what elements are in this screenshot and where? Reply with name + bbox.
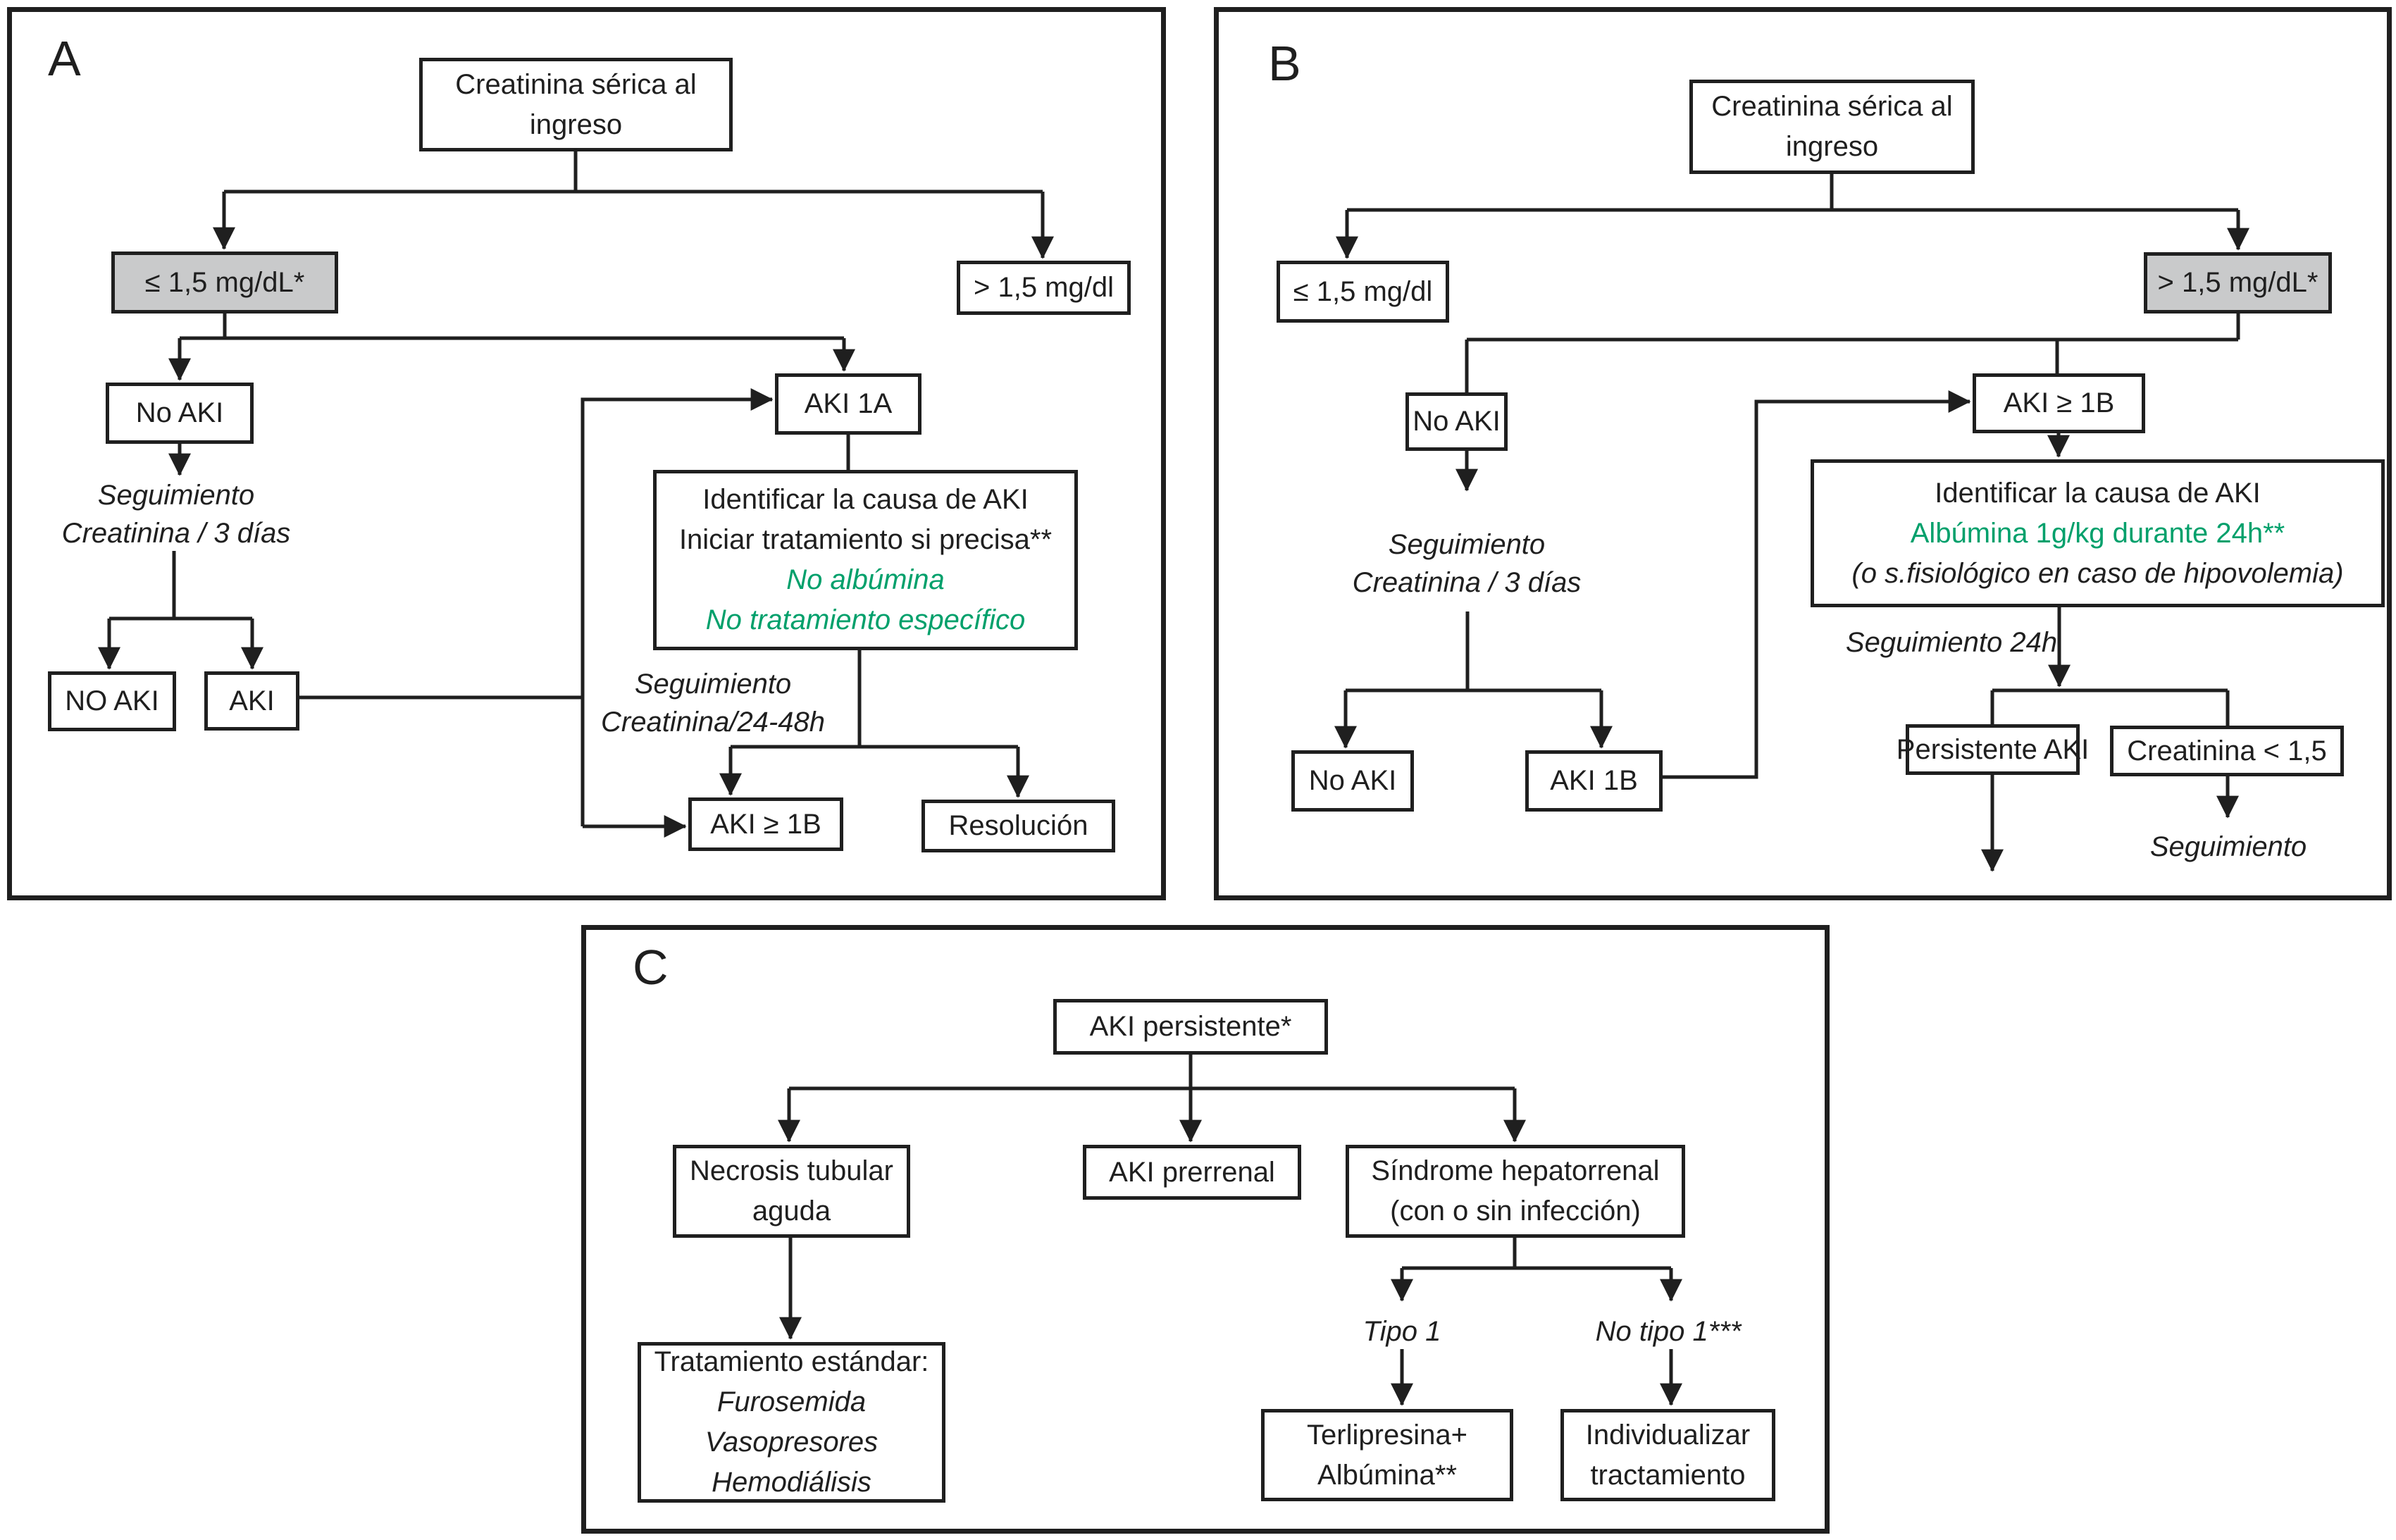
- annotation-no-type-1: No tipo 1***: [1596, 1312, 1742, 1350]
- node-standard-treatment-line: Tratamiento estándar:: [654, 1346, 929, 1377]
- node-aki-1a-line: AKI 1A: [804, 388, 893, 419]
- node-no-aki-first: No AKI: [106, 383, 254, 444]
- node-aki-prerenal-line: AKI prerrenal: [1109, 1156, 1275, 1188]
- panel-a-edge-loop-up: [581, 387, 774, 826]
- node-no-aki-first-line: No AKI: [1413, 406, 1501, 437]
- node-aki-1a: AKI 1A: [775, 373, 921, 435]
- node-terlipressin-albumin-line: Albúmina**: [1317, 1459, 1457, 1491]
- node-identify-cause: Identificar la causa de AKI Albúmina 1g/k…: [1811, 459, 2385, 607]
- panel-b-frame: [1214, 7, 2392, 900]
- node-creatinine-admission-line: ingreso: [1785, 131, 1879, 162]
- node-aki-1b: AKI 1B: [1525, 750, 1663, 812]
- node-no-aki-final-line: No AKI: [1308, 765, 1397, 796]
- node-no-aki-first: No AKI: [1405, 392, 1508, 451]
- node-identify-cause-line: (o s.fisiológico en caso de hipovolemia): [1851, 557, 2344, 589]
- annotation-follow-up-24-48h-line: Creatinina/24-48h: [601, 707, 825, 738]
- annotation-follow-up-line: Seguimiento: [2149, 831, 2307, 862]
- node-resolution-line: Resolución: [948, 810, 1088, 841]
- node-terlipressin-albumin: Terlipresina+ Albúmina**: [1261, 1409, 1513, 1501]
- node-no-aki-final: No AKI: [1291, 750, 1414, 812]
- annotation-follow-up-3-days-line: Seguimiento: [97, 480, 255, 511]
- annotation-type-1: Tipo 1: [1363, 1312, 1441, 1350]
- annotation-follow-up-3-days-line: Creatinina / 3 días: [61, 518, 291, 549]
- node-individualize-treatment: Individualizar tractamiento: [1560, 1409, 1775, 1501]
- node-gt-1-5-mg-dl: > 1,5 mg/dl: [957, 261, 1131, 315]
- node-le-1-5-mg-dl: ≤ 1,5 mg/dL*: [111, 252, 338, 313]
- annotation-follow-up-24h-line: Seguimiento 24h: [1845, 627, 2058, 658]
- node-hepatorenal-syndrome: Síndrome hepatorrenal (con o sin infecció…: [1346, 1145, 1685, 1238]
- annotation-follow-up-3-days-line: Creatinina / 3 días: [1352, 567, 1582, 598]
- node-hepatorenal-syndrome-line: (con o sin infección): [1390, 1196, 1641, 1227]
- node-identify-cause: Identificar la causa de AKI Iniciar trata…: [653, 470, 1078, 650]
- annotation-type-1-line: Tipo 1: [1363, 1316, 1441, 1347]
- node-terlipressin-albumin-line: Terlipresina+: [1307, 1419, 1467, 1451]
- node-creatinine-admission-line: Creatinina sérica al: [1711, 91, 1953, 122]
- node-no-aki-final-line: NO AKI: [65, 685, 159, 716]
- node-identify-cause-line: Iniciar tratamiento si precisa**: [678, 524, 1053, 555]
- node-creatinine-admission-line: Creatinina sérica al: [455, 68, 697, 100]
- node-resolution: Resolución: [921, 800, 1115, 852]
- node-identify-cause-line: Albúmina 1g/kg durante 24h**: [1910, 517, 2285, 549]
- node-gt-1-5-mg-dl: > 1,5 mg/dL*: [2144, 252, 2332, 313]
- node-creatinine-admission-line: ingreso: [529, 108, 623, 140]
- node-tubular-necrosis-line: aguda: [752, 1196, 831, 1227]
- node-standard-treatment-line: Hemodiálisis: [712, 1467, 871, 1498]
- node-aki-ge-1b-line: AKI ≥ 1B: [710, 808, 821, 840]
- node-le-1-5-mg-dl-line: ≤ 1,5 mg/dL*: [144, 266, 305, 298]
- node-le-1-5-mg-dl-line: ≤ 1,5 mg/dl: [1293, 275, 1433, 307]
- node-hepatorenal-syndrome-line: Síndrome hepatorrenal: [1371, 1155, 1660, 1186]
- node-persistent-aki: Persistente AKI: [1897, 724, 2089, 775]
- node-aki-ge-1b-line: AKI ≥ 1B: [2003, 387, 2115, 418]
- annotation-follow-up-24-48h-line: Seguimiento: [634, 669, 792, 700]
- annotation-no-type-1-line: No tipo 1***: [1595, 1316, 1742, 1347]
- node-aki-1b-line: AKI 1B: [1550, 765, 1638, 796]
- panel-c-frame: [581, 925, 1830, 1534]
- node-le-1-5-mg-dl: ≤ 1,5 mg/dl: [1277, 261, 1449, 323]
- node-standard-treatment-line: Vasopresores: [704, 1427, 879, 1458]
- node-creatinine-lt-1-5-line: Creatinina < 1,5: [2127, 735, 2327, 766]
- node-aki: AKI: [204, 671, 299, 731]
- node-tubular-necrosis: Necrosis tubular aguda: [673, 1145, 910, 1238]
- node-aki-ge-1b: AKI ≥ 1B: [688, 797, 843, 851]
- annotation-follow-up-24h: Seguimiento 24h: [1846, 623, 2057, 662]
- node-aki-line: AKI: [229, 685, 275, 716]
- node-no-aki-final: NO AKI: [48, 671, 176, 731]
- panel-b-label: B: [1268, 36, 1301, 91]
- node-creatinine-lt-1-5: Creatinina < 1,5: [2110, 726, 2344, 776]
- annotation-follow-up-3-days-line: Seguimiento: [1388, 529, 1546, 560]
- panel-c-label: C: [633, 940, 669, 995]
- node-aki-persistent-line: AKI persistente*: [1089, 1011, 1292, 1042]
- node-identify-cause-line: No albúmina: [786, 564, 945, 595]
- node-tubular-necrosis-line: Necrosis tubular: [689, 1155, 893, 1186]
- node-aki-persistent: AKI persistente*: [1053, 999, 1328, 1055]
- node-gt-1-5-mg-dl-line: > 1,5 mg/dl: [973, 272, 1114, 303]
- panel-a-label: A: [48, 31, 81, 86]
- node-aki-ge-1b: AKI ≥ 1B: [1973, 373, 2145, 433]
- node-standard-treatment-line: Furosemida: [716, 1386, 867, 1417]
- node-aki-prerenal: AKI prerrenal: [1083, 1145, 1301, 1200]
- node-persistent-aki-line: Persistente AKI: [1896, 733, 2090, 765]
- panel-b-edge-loop: [1663, 390, 1971, 779]
- node-identify-cause-line: Identificar la causa de AKI: [1935, 477, 2261, 509]
- panel-a-frame: [7, 7, 1166, 900]
- node-gt-1-5-mg-dl-line: > 1,5 mg/dL*: [2157, 267, 2319, 298]
- node-individualize-treatment-line: Individualizar: [1585, 1419, 1751, 1451]
- node-individualize-treatment-line: tractamiento: [1590, 1459, 1746, 1491]
- node-creatinine-admission: Creatinina sérica al ingreso: [1689, 80, 1975, 174]
- annotation-follow-up: Seguimiento: [2150, 828, 2307, 866]
- node-no-aki-first-line: No AKI: [135, 397, 224, 428]
- node-identify-cause-line: No tratamiento específico: [705, 604, 1026, 635]
- node-creatinine-admission: Creatinina sérica al ingreso: [419, 58, 733, 151]
- node-identify-cause-line: Identificar la causa de AKI: [702, 484, 1029, 515]
